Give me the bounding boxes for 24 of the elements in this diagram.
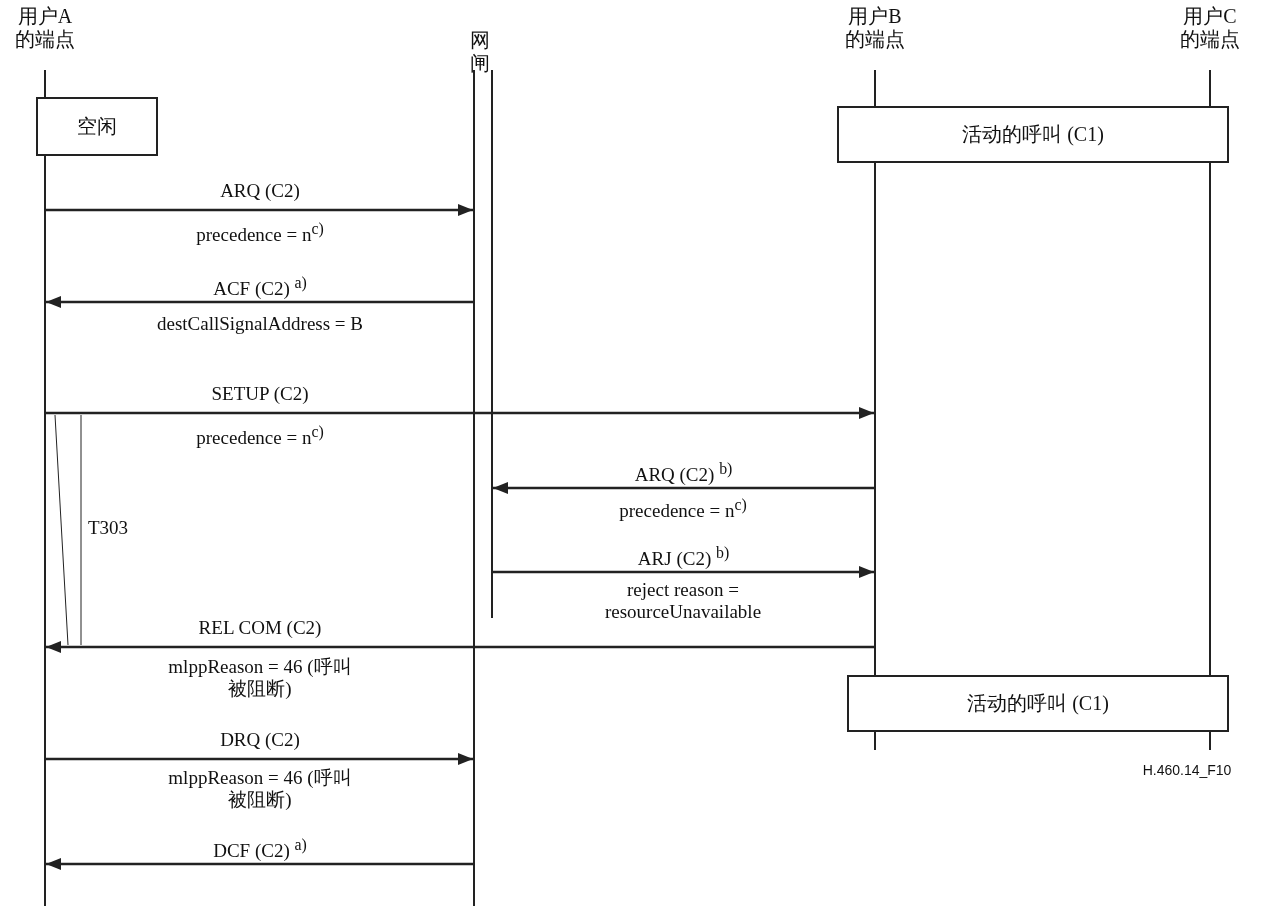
arrow (46, 296, 473, 308)
state-box: 活动的呼叫 (C1) (847, 675, 1229, 732)
lifeline-header: 用户B的端点 (844, 5, 906, 51)
state-box: 活动的呼叫 (C1) (837, 106, 1229, 163)
arrow (493, 566, 874, 578)
arrow (46, 641, 874, 653)
lifeline-header: 网闸 (469, 29, 497, 74)
parameter-text: mlppReason = 46 (呼叫被阻断) (167, 656, 353, 700)
figure-id: H.460.14_F10 (1142, 761, 1232, 780)
parameter-text: reject reason = resourceUnavailable (603, 579, 763, 623)
timer-label: T303 (88, 517, 130, 539)
parameter-text: mlppReason = 46 (呼叫被阻断) (167, 767, 353, 811)
arrow (46, 753, 473, 765)
parameter-text: precedence = n$^{c)}$ (196, 422, 324, 450)
lifeline-header: 用户C的端点 (1179, 5, 1241, 51)
parameter-text: precedence = n$^{c)}$ (619, 495, 747, 523)
arrow (46, 407, 874, 419)
parameter-text: precedence = n$^{c)}$ (196, 219, 324, 247)
parameter-text: destCallSignalAddress = B (157, 313, 363, 335)
arrow (46, 858, 473, 870)
lifeline-header: 用户A的端点 (14, 5, 76, 51)
state-box: 空闲 (36, 97, 158, 156)
arrow (493, 482, 874, 494)
arrow (46, 204, 473, 216)
